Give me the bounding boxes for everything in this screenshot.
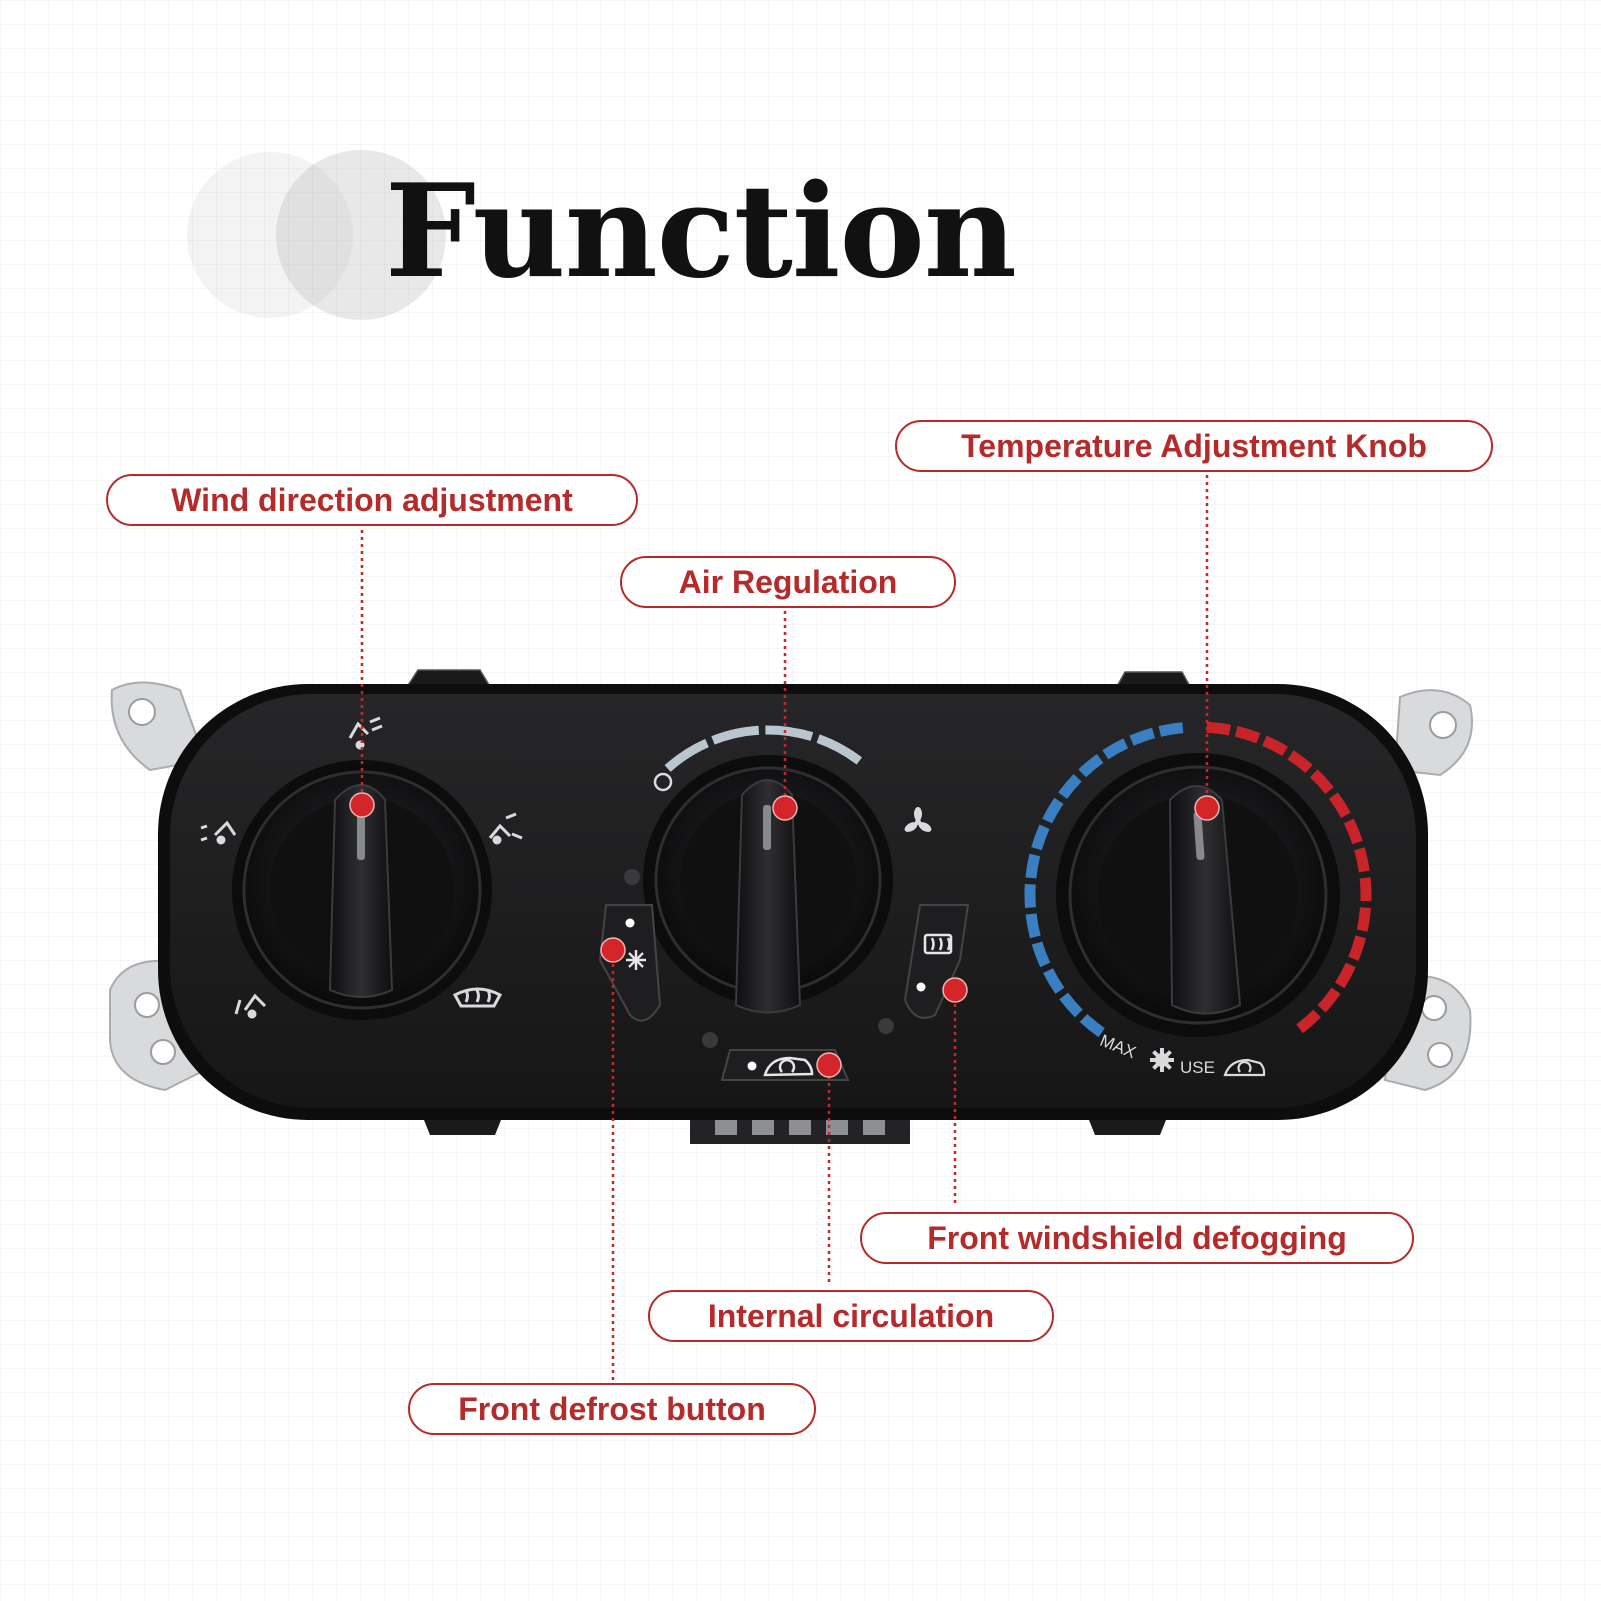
temperature-scale-segment <box>1031 824 1050 851</box>
temperature-scale-segment <box>1079 1013 1105 1038</box>
temperature-scale-segment <box>1287 750 1313 774</box>
temperature-scale-cold <box>1024 722 1184 1038</box>
use-label: USE <box>1180 1058 1215 1077</box>
temperature-scale-segment <box>1317 987 1341 1013</box>
callout-wind-direction: Wind direction adjustment <box>106 474 638 526</box>
temperature-scale-segment <box>1102 738 1129 760</box>
callout-internal-circulation: Internal circulation <box>648 1290 1054 1342</box>
temperature-scale-segment <box>1356 907 1371 932</box>
marker-internal-circulation <box>816 1052 842 1078</box>
temperature-scale-segment <box>1025 913 1041 939</box>
temperature-scale-segment <box>1309 769 1334 794</box>
off-circle-icon <box>653 772 673 792</box>
front-defrost-button[interactable] <box>598 904 662 1022</box>
rear-defrost-icon <box>923 933 953 955</box>
page-title: Function <box>385 157 1017 307</box>
temperature-scale-segment <box>1328 792 1351 818</box>
callout-windshield-defogging: Front windshield defogging <box>860 1212 1414 1264</box>
temperature-scale-hot <box>1206 721 1372 1034</box>
decor-circle-left <box>187 152 353 318</box>
button-led <box>916 982 926 992</box>
button-led <box>625 918 635 928</box>
temperature-scale-segment <box>1262 735 1288 757</box>
button-led <box>747 1061 757 1071</box>
temperature-scale-segment <box>1343 818 1363 845</box>
temperature-scale-segment <box>1024 883 1036 909</box>
temperature-scale-segment <box>1042 797 1064 824</box>
temperature-scale-segment <box>1043 968 1065 994</box>
marker-wind-direction <box>349 792 375 818</box>
indicator-dot <box>702 1032 718 1048</box>
temperature-scale-segment <box>1058 773 1082 799</box>
temperature-scale-segment <box>1059 992 1083 1018</box>
temperature-scale-segment <box>1129 727 1156 746</box>
snowflake-icon <box>626 950 646 970</box>
indicator-dot <box>624 869 640 885</box>
marker-windshield-defogging <box>942 977 968 1003</box>
callout-air-regulation: Air Regulation <box>620 556 956 608</box>
temperature-scale-segment <box>1354 847 1370 873</box>
air-regulation-knob[interactable] <box>643 755 893 1014</box>
wind-direction-knob[interactable] <box>232 760 492 1020</box>
temperature-scale-segment <box>1025 853 1041 879</box>
temperature-scale-segment <box>1234 726 1261 744</box>
temperature-scale-segment <box>1335 962 1356 989</box>
temperature-scale-segment <box>1031 941 1051 968</box>
callout-front-defrost: Front defrost button <box>408 1383 816 1435</box>
bilevel-vent-icon <box>488 812 523 845</box>
callout-markers <box>349 792 1220 1078</box>
airflow-scale-segment <box>816 734 863 765</box>
leader-lines <box>360 475 1209 1380</box>
temperature-scale-segment <box>1078 753 1104 778</box>
temperature-scale-segment <box>1158 722 1184 737</box>
mounting-bracket-top-right <box>1393 689 1473 777</box>
airflow-scale-segment <box>664 738 709 772</box>
floor-defrost-icon <box>234 993 267 1019</box>
temperature-scale-segment <box>1359 877 1372 902</box>
temperature-scale-segment <box>1206 721 1231 736</box>
temperature-scale-segment <box>1348 935 1367 961</box>
airflow-scale-segment <box>711 725 760 745</box>
temperature-scale-segment <box>1296 1009 1321 1034</box>
marker-temperature <box>1194 795 1220 821</box>
sun-gear-icon <box>1150 1048 1174 1072</box>
recirculation-icon <box>763 1056 814 1077</box>
recirculation-small-icon <box>1223 1058 1266 1077</box>
decor-circle-right <box>276 150 446 320</box>
internal-circulation-button[interactable] <box>720 1049 850 1081</box>
face-vent-icon <box>348 716 383 750</box>
marker-front-defrost <box>600 937 626 963</box>
airflow-scale-segment <box>765 725 814 741</box>
temperature-adjustment-knob[interactable] <box>1056 753 1340 1037</box>
airflow-scale <box>664 725 863 772</box>
indicator-dot <box>878 1018 894 1034</box>
marker-air-regulation <box>772 795 798 821</box>
windshield-defrost-icon <box>452 987 503 1008</box>
floor-vent-icon <box>200 820 237 845</box>
fan-icon <box>904 807 932 832</box>
callout-temperature-knob: Temperature Adjustment Knob <box>895 420 1493 472</box>
